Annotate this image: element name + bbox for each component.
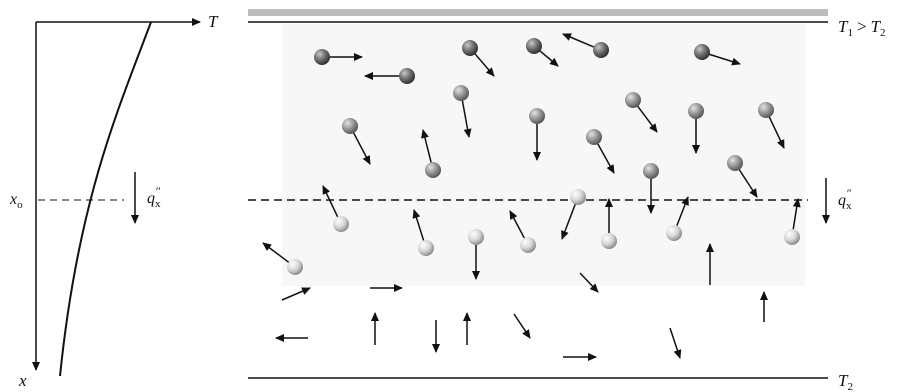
heat-flux-label: q″x (147, 184, 161, 210)
sphere-molecule-icon (666, 225, 682, 241)
svg-text:T1>T2: T1>T2 (838, 17, 886, 39)
temperature-axis-label: T (208, 12, 219, 31)
molecule (643, 163, 659, 214)
molecule (509, 210, 536, 253)
molecule (526, 38, 559, 67)
molecule-velocity-arrow-icon (262, 242, 290, 264)
molecule (468, 229, 484, 280)
molecule (784, 198, 801, 245)
molecule-velocity-arrow-icon (708, 53, 741, 66)
molecule (342, 118, 371, 165)
sphere-molecule-icon (468, 229, 484, 245)
molecule (694, 44, 741, 66)
molecule-velocity-arrow-icon (352, 131, 371, 165)
reference-position-label: xo (9, 191, 23, 211)
molecule-velocity-arrow-icon (675, 196, 689, 227)
sphere-molecule-icon (526, 38, 542, 54)
molecule-velocity-arrow-icon (322, 185, 339, 218)
sphere-molecule-icon (758, 102, 774, 118)
sphere-molecule-icon (333, 216, 349, 232)
molecule (421, 129, 441, 178)
velocity-arrows-layer (275, 243, 768, 361)
sphere-molecule-icon (694, 44, 710, 60)
sphere-molecule-icon (586, 129, 602, 145)
molecule (529, 108, 545, 161)
velocity-arrow-icon (513, 313, 531, 339)
velocity-arrow-icon (579, 272, 599, 293)
molecule-velocity-arrow-icon (538, 49, 559, 67)
velocity-arrow-icon (669, 327, 682, 359)
molecule-velocity-arrow-icon (473, 52, 495, 77)
svg-text:q″x: q″x (838, 186, 852, 212)
molecule (666, 196, 689, 241)
velocity-arrow-icon (281, 287, 311, 301)
molecule-velocity-arrow-icon (562, 33, 595, 48)
molecule (562, 33, 609, 58)
sphere-molecule-icon (342, 118, 358, 134)
temperature-profile-curve (59, 21, 152, 377)
top-boundary-label: T1>T2 (838, 17, 886, 39)
sphere-molecule-icon (625, 92, 641, 108)
sphere-molecule-icon (314, 49, 330, 65)
svg-text:T2: T2 (838, 371, 853, 392)
molecule (688, 103, 704, 154)
hot-wall (248, 9, 828, 16)
molecule-velocity-arrow-icon (636, 105, 658, 133)
molecule-velocity-arrow-icon (792, 198, 801, 231)
sphere-molecule-icon (593, 42, 609, 58)
sphere-molecule-icon (784, 229, 800, 245)
sphere-molecule-icon (287, 259, 303, 275)
molecule (758, 102, 785, 149)
molecule-velocity-arrow-icon (561, 203, 577, 240)
bottom-boundary-label: T2 (838, 371, 853, 392)
molecule (462, 40, 495, 77)
molecule-velocity-arrow-icon (412, 209, 425, 242)
molecule-velocity-arrow-icon (461, 99, 472, 138)
molecule-velocity-arrow-icon (421, 129, 433, 164)
sphere-molecule-icon (418, 240, 434, 256)
molecule (262, 242, 303, 275)
molecule (586, 129, 615, 174)
molecule (314, 49, 363, 65)
sphere-molecule-icon (601, 233, 617, 249)
sphere-molecule-icon (462, 40, 478, 56)
molecule (322, 185, 349, 232)
molecule-velocity-arrow-icon (768, 116, 785, 149)
sphere-molecule-icon (688, 103, 704, 119)
sphere-molecule-icon (399, 68, 415, 84)
molecule (364, 68, 415, 84)
molecules-layer (262, 33, 801, 280)
sphere-molecule-icon (529, 108, 545, 124)
sphere-molecule-icon (643, 163, 659, 179)
sphere-molecule-icon (727, 155, 743, 171)
molecule-velocity-arrow-icon (596, 142, 615, 174)
molecule (727, 155, 758, 198)
sphere-molecule-icon (453, 85, 469, 101)
molecule (625, 92, 658, 133)
sphere-molecule-icon (520, 237, 536, 253)
position-axis-label: x (18, 371, 27, 390)
svg-text:xo: xo (9, 191, 23, 211)
molecule (412, 209, 434, 256)
molecule (453, 85, 472, 138)
temperature-profile-graph: T x xo q″x (9, 12, 219, 390)
sphere-molecule-icon (425, 162, 441, 178)
sphere-molecule-icon (570, 189, 586, 205)
molecule (561, 189, 586, 240)
molecule-velocity-arrow-icon (509, 210, 526, 240)
svg-text:q″x: q″x (147, 184, 161, 210)
molecule-velocity-arrow-icon (738, 168, 758, 198)
molecule (601, 198, 617, 249)
gas-region (282, 24, 805, 286)
molecular-domain: T1>T2 T2 q″x (248, 9, 886, 392)
domain-heat-flux-label: q″x (838, 186, 852, 212)
